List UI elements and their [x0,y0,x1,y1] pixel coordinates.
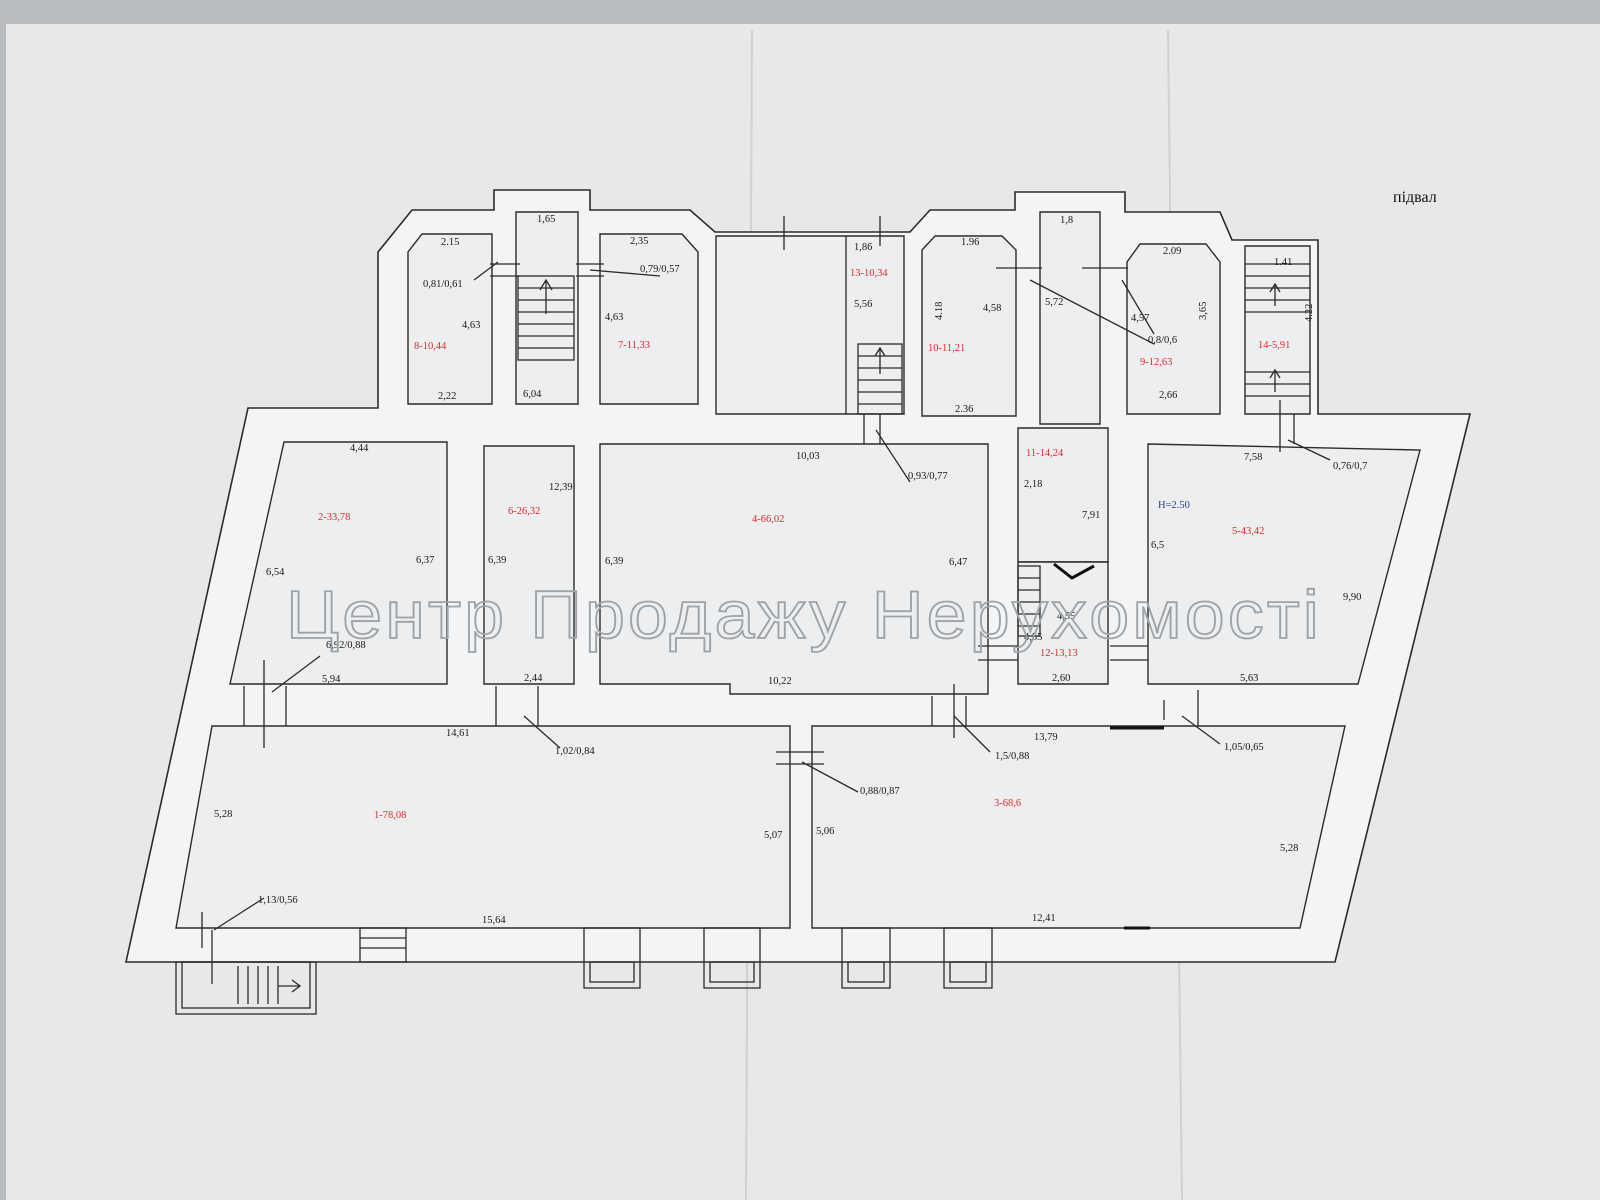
room-label: 12-13,13 [1040,648,1078,659]
dimension-label: 1,5/0,88 [995,751,1029,762]
room-label: 9-12,63 [1140,357,1172,368]
room-1 [175,725,791,929]
dimension-label: 1,02/0,84 [555,746,595,757]
dimension-label: 6,04 [523,389,542,400]
dimension-label: 7,91 [1082,510,1100,521]
room-label: 7-11,33 [618,340,650,351]
dimension-label: 6,54 [266,567,285,578]
room-5 [1147,443,1421,685]
room-3 [811,725,1346,929]
dimension-label: 6,39 [605,556,623,567]
dimension-label: 5,28 [1280,843,1298,854]
leader-lines [213,236,1331,931]
stair-left-top [517,275,575,361]
dimension-label: 4,58 [983,303,1001,314]
room-8 [407,233,493,405]
door-openings [201,216,1295,984]
room-4 [599,443,989,695]
room-7 [599,233,699,405]
dimension-label: 4,63 [462,320,480,331]
dimension-label: 6,39 [488,555,506,566]
dimension-label: 4,55 [1024,632,1042,643]
dimension-label: 5,72 [1045,297,1063,308]
dimension-label: 5,06 [816,826,834,837]
dimension-label: 6,5 [1151,540,1164,551]
room-label: 8-10,44 [414,341,447,352]
dimension-label: 6,47 [949,557,967,568]
room-label: 10-11,21 [928,343,965,354]
room-13 [715,235,905,415]
dimension-label: 2.15 [441,237,459,248]
dimension-label: 2,22 [438,391,456,402]
dimension-label: 5,07 [764,830,782,841]
room-11-corridor [1039,211,1101,425]
room-label: 1-78,08 [374,810,406,821]
dimension-label: 0,8/0,6 [1148,335,1177,346]
dimension-label: 1,13/0,56 [258,895,298,906]
entrance-stair [175,961,317,1015]
dimension-label: 14,61 [446,728,470,739]
room-label: 6-26,32 [508,506,540,517]
window-pits [359,927,993,989]
room-6 [483,445,575,685]
dimension-label: 2.36 [955,404,973,415]
room-2 [229,441,448,685]
dimension-label: 10,22 [768,676,792,687]
dimension-label: 5,28 [214,809,232,820]
room-label: 14-5,91 [1258,340,1290,351]
room-9 [1126,243,1221,415]
dimension-label: 3,65 [1198,302,1209,320]
dimension-label: 1,05/0,65 [1224,742,1264,753]
dimension-label: 2,66 [1159,390,1177,401]
dimension-label: 0,93/0,77 [908,471,948,482]
dimension-label: 2,44 [524,673,543,684]
dimension-label: 7,58 [1244,452,1262,463]
dimension-label: 1,65 [537,214,555,225]
dimension-label: 13,79 [1034,732,1058,743]
room-label: 3-68,6 [994,798,1021,809]
room-label: 11-14,24 [1026,448,1064,459]
dimension-label: 5,63 [1240,673,1258,684]
dimension-label: 4,55 [1057,611,1075,622]
room-label: 2-33,78 [318,512,350,523]
dimension-label: 5,56 [854,299,872,310]
dimension-label: 1.41 [1274,257,1292,268]
plan-title: підвал [1393,189,1437,206]
stair-room-12 [1017,562,1095,637]
dimension-label: 2,35 [630,236,648,247]
dimension-label: 2.09 [1163,246,1181,257]
dimension-label: 0,79/0,57 [640,264,680,275]
dimension-label: 6,92/0,88 [326,640,366,651]
dimension-label: 4.18 [934,302,945,320]
dimension-label: 1.96 [961,237,979,248]
dimension-label: 6,37 [416,555,434,566]
dimension-label: 0,88/0,87 [860,786,900,797]
dimension-label: 1,86 [854,242,872,253]
dimension-label: 10,03 [796,451,820,462]
dimension-label: 5,94 [322,674,341,685]
dimension-label: 4.22 [1304,304,1315,322]
dimension-label: 2,60 [1052,673,1070,684]
room-label: 13-10,34 [850,268,888,279]
room-6-stair-corridor [515,211,579,405]
room-label: 4-66,02 [752,514,784,525]
ceiling-height-note: H=2.50 [1158,500,1190,511]
dimension-label: 1,8 [1060,215,1073,226]
dimension-label: 0,76/0,7 [1333,461,1367,472]
dimension-label: 2,18 [1024,479,1042,490]
watermark: Центр Продажу Нерухомості [286,577,1322,653]
dimension-label: 4,44 [350,443,369,454]
dimension-label: 12,41 [1032,913,1056,924]
room-14-stair [1244,245,1311,415]
dimension-label: 15,64 [482,915,506,926]
dimension-label: 9,90 [1343,592,1361,603]
dimension-label: 12,39 [549,482,573,493]
stair-room-14 [1245,263,1310,397]
dimension-label: 4,57 [1131,313,1149,324]
dimension-label: 0,81/0,61 [423,279,463,290]
room-10 [921,235,1017,417]
dimension-label: 4,63 [605,312,623,323]
room-label: 5-43,42 [1232,526,1264,537]
